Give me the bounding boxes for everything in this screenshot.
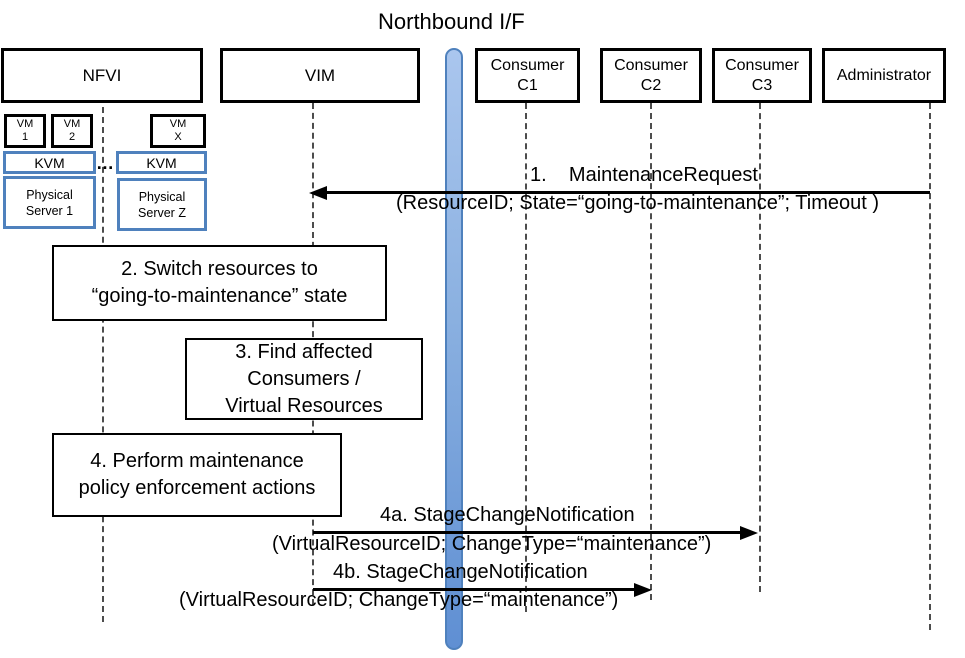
actor-vim: VIM xyxy=(220,48,420,103)
message-4a-label: 4a. StageChangeNotification xyxy=(380,504,635,526)
actor-consumer-c3-label: Consumer C3 xyxy=(725,56,799,94)
step-2-box: 2. Switch resources to “going-to-mainten… xyxy=(52,245,387,321)
vm-2-box: VM 2 xyxy=(51,114,93,148)
lifeline-consumer-c3 xyxy=(759,103,761,592)
message-1-params: (ResourceID; State=“going-to-maintenance… xyxy=(396,192,879,214)
message-4a-params: (VirtualResourceID; ChangeType=“maintena… xyxy=(272,533,712,555)
ellipsis: … xyxy=(96,153,115,173)
step-4-box: 4. Perform maintenance policy enforcemen… xyxy=(52,433,342,517)
message-4b-arrow-line xyxy=(313,588,635,591)
diagram-title: Northbound I/F xyxy=(378,9,525,34)
message-1-arrow-line xyxy=(314,191,930,194)
actor-consumer-c3: Consumer C3 xyxy=(712,48,812,103)
lifeline-nfvi xyxy=(102,107,104,622)
message-4b-label: 4b. StageChangeNotification xyxy=(333,561,588,583)
message-4b-params: (VirtualResourceID; ChangeType=“maintena… xyxy=(179,589,619,611)
actor-nfvi: NFVI xyxy=(1,48,203,103)
vm-1-box: VM 1 xyxy=(4,114,46,148)
actor-consumer-c2-label: Consumer C2 xyxy=(614,56,688,94)
northbound-if-bar xyxy=(445,48,463,650)
message-4a-arrowhead-icon xyxy=(740,526,758,540)
actor-consumer-c2: Consumer C2 xyxy=(600,48,702,103)
message-1-arrowhead-icon xyxy=(309,186,327,200)
actor-vim-label: VIM xyxy=(304,65,336,85)
actor-consumer-c1-label: Consumer C1 xyxy=(490,56,565,94)
physical-server-z-box: Physical Server Z xyxy=(117,178,207,231)
message-1-label: 1. MaintenanceRequest xyxy=(530,164,758,186)
kvm-left-box: KVM xyxy=(3,151,96,174)
lifeline-consumer-c2 xyxy=(650,103,652,600)
message-4b-arrowhead-icon xyxy=(634,583,652,597)
lifeline-consumer-c1 xyxy=(525,103,527,612)
actor-administrator-label: Administrator xyxy=(836,66,932,84)
vm-x-box: VM X xyxy=(150,114,206,148)
message-4a-arrow-line xyxy=(313,531,741,534)
step-3-box: 3. Find affected Consumers / Virtual Res… xyxy=(185,338,423,420)
kvm-right-box: KVM xyxy=(116,151,207,174)
physical-server-1-box: Physical Server 1 xyxy=(3,176,96,229)
actor-consumer-c1: Consumer C1 xyxy=(475,48,580,103)
lifeline-administrator xyxy=(929,103,931,630)
actor-administrator: Administrator xyxy=(822,48,946,103)
actor-nfvi-label: NFVI xyxy=(82,65,122,85)
